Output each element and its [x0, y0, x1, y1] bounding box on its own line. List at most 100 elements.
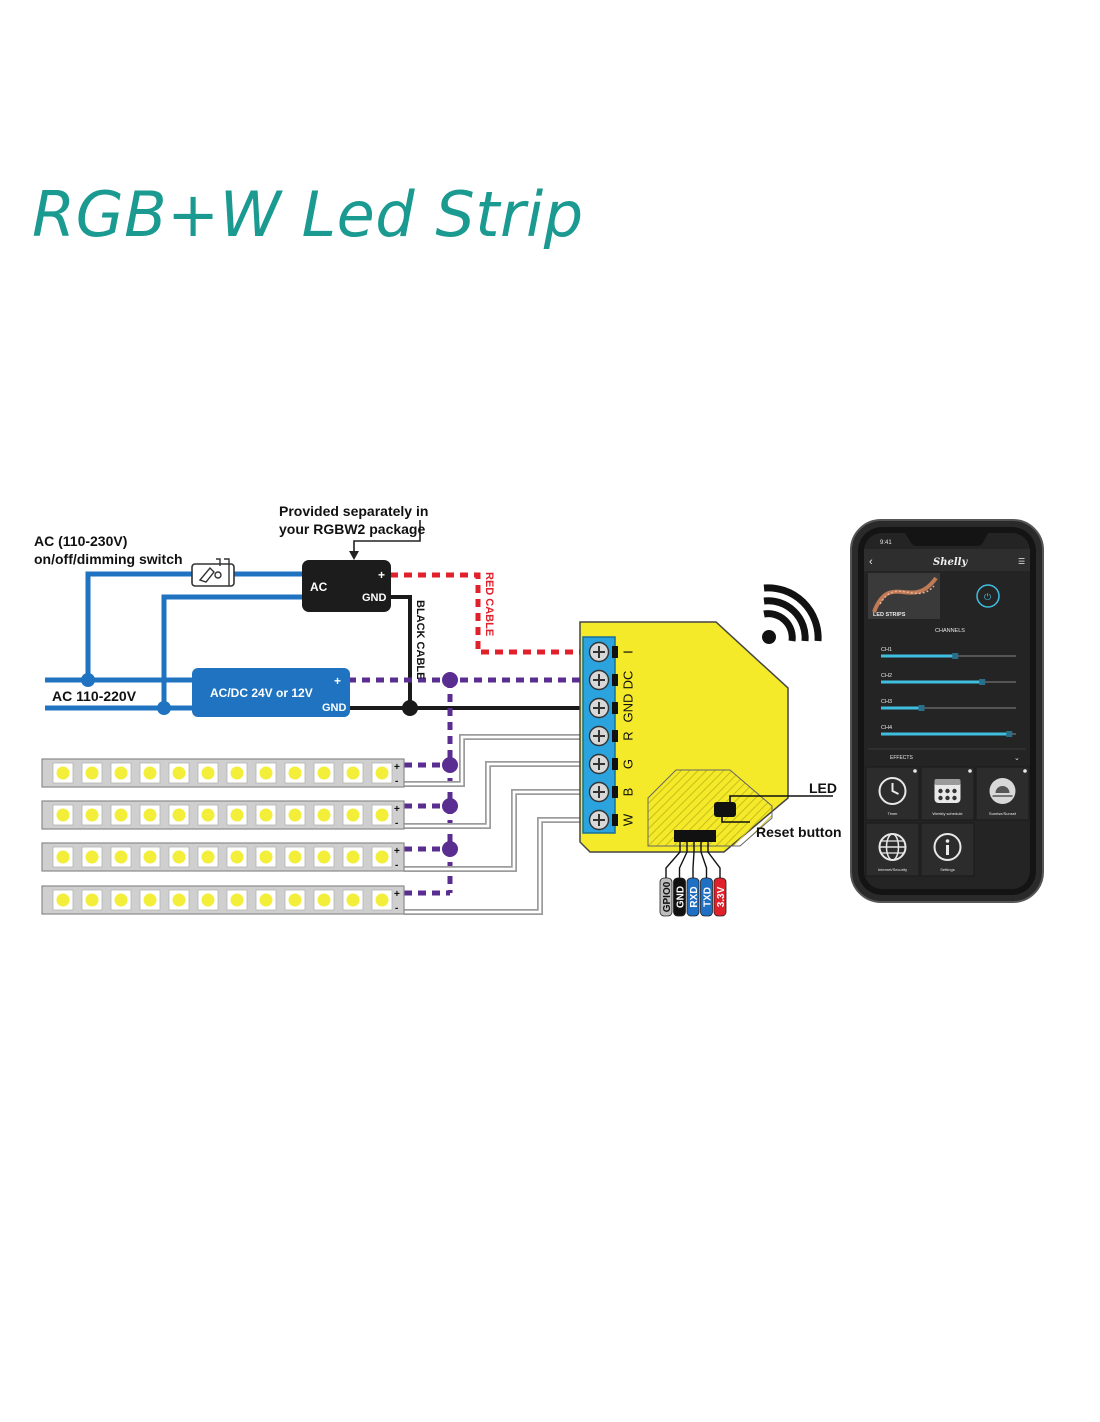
- pin-label: GND: [676, 886, 687, 908]
- led-chip: [346, 808, 360, 822]
- led-chip: [85, 766, 99, 780]
- led-chip: [85, 850, 99, 864]
- junction-dot: [157, 701, 171, 715]
- pin-txd: TXD: [700, 842, 714, 917]
- led-chip: [259, 893, 273, 907]
- led-chip: [201, 893, 215, 907]
- channel-slider[interactable]: CH2: [881, 673, 1016, 685]
- note-arrow: [353, 520, 421, 557]
- led-strip: +-: [41, 842, 405, 872]
- slider-thumb[interactable]: [979, 679, 986, 685]
- slider-thumb[interactable]: [1006, 731, 1013, 737]
- led-chip: [114, 808, 128, 822]
- back-icon[interactable]: ‹: [869, 556, 873, 568]
- channel-slider[interactable]: CH1: [881, 647, 1016, 659]
- led-chip: [201, 850, 215, 864]
- terminal-label: DC: [621, 671, 636, 690]
- adapter-ac-label: AC: [310, 580, 328, 594]
- strip-minus-label: -: [395, 903, 398, 914]
- ac-mains-label: AC 110-220V: [52, 688, 137, 704]
- device-thumbnail: [868, 573, 940, 619]
- black-gnd-cable: [348, 595, 595, 710]
- terminal-r: R: [588, 725, 636, 747]
- pin-label: RXD: [689, 886, 700, 907]
- channel-label: CH4: [881, 725, 892, 731]
- channel-fill: [881, 680, 983, 684]
- channel-fill: [881, 654, 956, 658]
- wall-switch-icon: [191, 558, 235, 587]
- channel-label: CH1: [881, 647, 892, 653]
- led-chip: [56, 850, 70, 864]
- led-chip: [230, 850, 244, 864]
- junction-dot: [81, 673, 95, 687]
- power-icon[interactable]: ⏻: [984, 592, 991, 603]
- phone-time: 9:41: [880, 540, 892, 546]
- power-button[interactable]: [976, 584, 1000, 608]
- led-chip: [288, 808, 302, 822]
- tile-internet-security[interactable]: Internet/Security: [865, 822, 920, 877]
- terminal-i: I: [588, 641, 636, 663]
- effects-header: EFFECTS: [890, 755, 913, 761]
- terminal-label: I: [621, 650, 636, 654]
- provided-note-line2: your RGBW2 package: [279, 521, 425, 537]
- led-chip: [143, 808, 157, 822]
- channel-fill: [881, 706, 922, 710]
- led-chip: [230, 893, 244, 907]
- tile-sunrise-sunset[interactable]: Sunrise/Sunset: [975, 766, 1030, 821]
- pin-gpio0: GPIO0: [659, 842, 681, 917]
- led-chip: [114, 766, 128, 780]
- led-chip: [114, 850, 128, 864]
- led-chip: [56, 766, 70, 780]
- slider-thumb[interactable]: [918, 705, 925, 711]
- pin-gnd: GND: [673, 842, 688, 917]
- provided-note-line1: Provided separately in: [279, 503, 428, 519]
- status-led: [714, 802, 736, 817]
- psu-plus-label: +: [334, 674, 341, 688]
- channel-slider[interactable]: CH4: [881, 725, 1016, 737]
- terminal-g: G: [588, 753, 636, 775]
- device-name: LED STRIPS: [873, 612, 906, 618]
- channel-slider[interactable]: CH3: [881, 699, 1016, 711]
- terminal-label: W: [621, 813, 636, 826]
- purple-positive-bus: [348, 677, 595, 896]
- app-brand: Shelly: [933, 557, 968, 568]
- pin-rxd: RXD: [686, 842, 700, 917]
- channel-fill: [881, 732, 1010, 736]
- led-chip: [201, 808, 215, 822]
- sunrise-icon: [989, 778, 1016, 804]
- adapter-plus-label: +: [378, 568, 385, 582]
- led-strips: +-+-+-+-: [41, 758, 405, 915]
- led-chip: [172, 766, 186, 780]
- terminal-label: GND: [621, 694, 636, 723]
- chevron-down-icon[interactable]: ⌄: [1014, 755, 1020, 762]
- page-title: RGB+W Led Strip: [32, 178, 584, 251]
- power-supply: AC/DC 24V or 12V + GND: [192, 668, 350, 717]
- red-cable-label: RED CABLE: [483, 572, 495, 636]
- led-chip: [317, 850, 331, 864]
- app-header: [864, 549, 1030, 571]
- calendar-icon: [934, 779, 961, 803]
- ac-switch-label-line2: on/off/dimming switch: [34, 551, 183, 567]
- strip-plus-label: +: [394, 846, 400, 857]
- pin-label: 3.3V: [716, 886, 727, 907]
- tile-timer[interactable]: Timer: [865, 766, 920, 821]
- pin-label: GPIO0: [662, 881, 673, 912]
- psu-label: AC/DC 24V or 12V: [210, 686, 313, 700]
- led-chip: [346, 850, 360, 864]
- wifi-icon: [762, 584, 822, 644]
- pin-label: TXD: [703, 887, 714, 907]
- led-label: LED: [809, 780, 837, 796]
- led-chip: [317, 893, 331, 907]
- tile-settings[interactable]: Settings: [920, 822, 975, 877]
- junction-dot: [442, 798, 458, 814]
- led-chip: [317, 766, 331, 780]
- strip-plus-label: +: [394, 804, 400, 815]
- slider-thumb[interactable]: [952, 653, 959, 659]
- led-chip: [375, 893, 389, 907]
- led-chip: [230, 808, 244, 822]
- ac-mains-wires: [45, 571, 304, 711]
- tile-weekly-schedule[interactable]: Weekly schedule: [920, 766, 975, 821]
- menu-icon[interactable]: ☰: [1018, 557, 1025, 566]
